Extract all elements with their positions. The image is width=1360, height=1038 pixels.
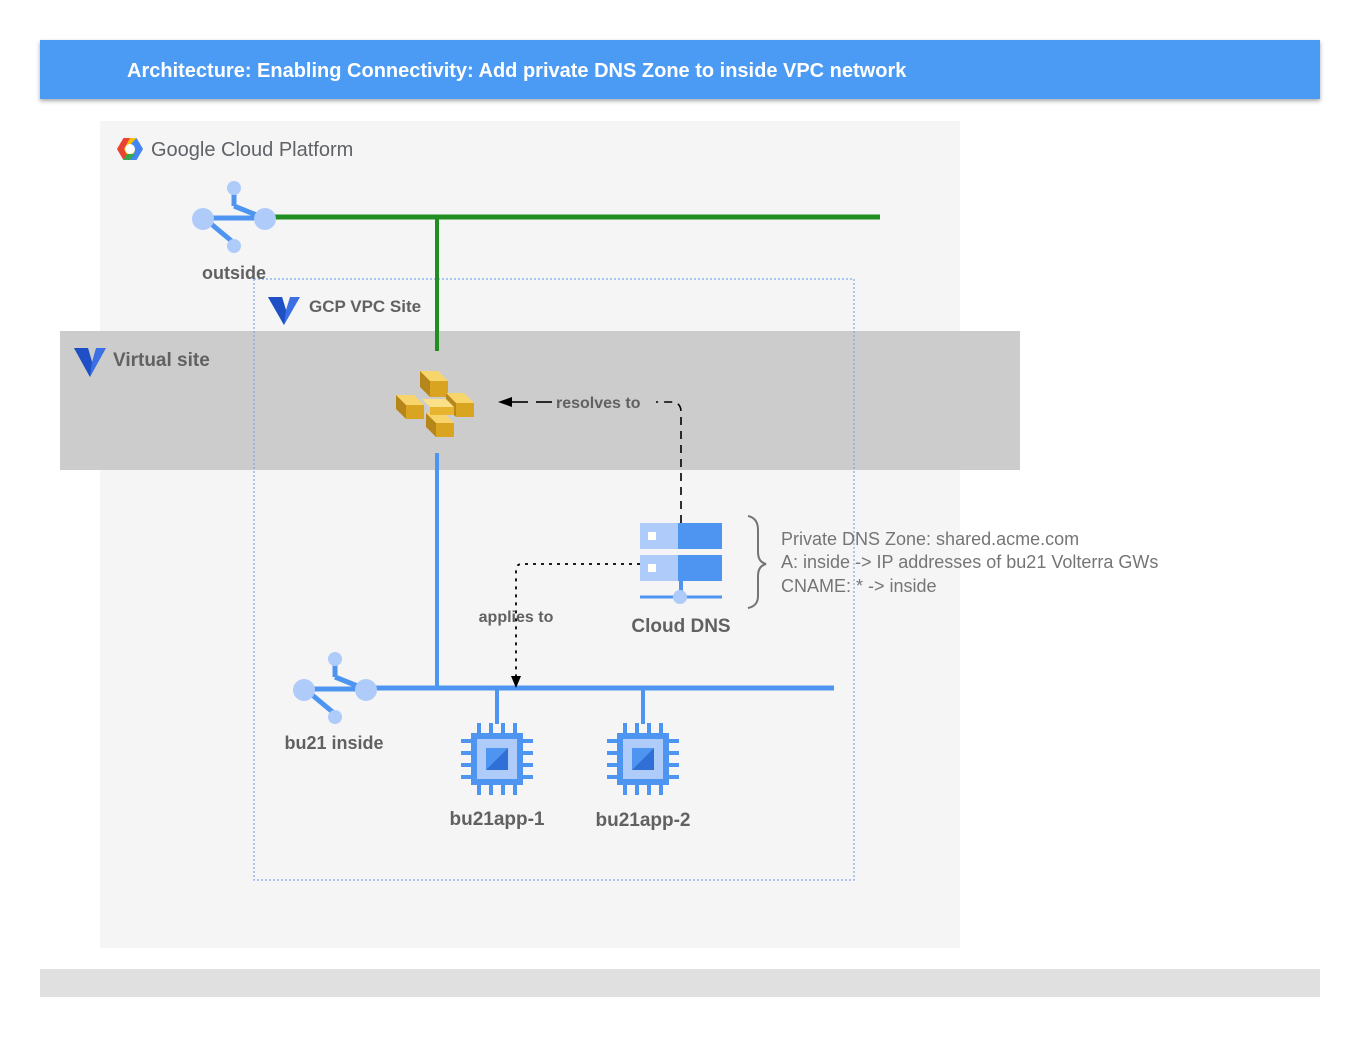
page-title: Architecture: Enabling Connectivity: Add…	[127, 60, 907, 82]
resolves-to-label: resolves to	[556, 395, 641, 412]
virtual-site-volterra-icon	[74, 348, 106, 377]
dns-zone-line: Private DNS Zone: shared.acme.com	[781, 529, 1079, 549]
dns-zone-description: Private DNS Zone: shared.acme.com A: ins…	[781, 529, 1158, 596]
inside-network-line	[365, 453, 834, 724]
outside-network-line	[265, 214, 880, 351]
gcp-logo-google: Google	[151, 139, 216, 161]
gcp-hexagon-icon	[117, 138, 143, 160]
compute-engine-icon	[459, 721, 535, 797]
vpc-site-volterra-icon	[268, 297, 300, 325]
cloud-dns-icon	[640, 523, 722, 604]
app-label: bu21app-2	[595, 810, 690, 831]
compute-engine-icon	[605, 721, 681, 797]
cloud-dns-label: Cloud DNS	[631, 616, 730, 637]
dns-zone-line: CNAME: * -> inside	[781, 576, 937, 596]
vpc-site-boundary	[253, 278, 855, 881]
gcp-logo-cloud-platform: Cloud Platform	[221, 139, 353, 161]
zone-brace	[747, 515, 767, 609]
gcp-logo: Google Cloud Platform	[117, 138, 353, 161]
virtual-site-label: Virtual site	[113, 350, 210, 371]
header-bar: Architecture: Enabling Connectivity: Add…	[40, 40, 1320, 99]
volterra-gateway-icon	[396, 371, 474, 437]
applies-to-label: applies to	[479, 609, 554, 626]
dns-zone-line: A: inside -> IP addresses of bu21 Volter…	[781, 552, 1158, 572]
app-label: bu21app-1	[449, 809, 544, 830]
vpc-site-label: GCP VPC Site	[309, 297, 421, 316]
outside-network-label: outside	[202, 263, 266, 283]
virtual-site-band	[60, 331, 1020, 470]
resolves-to-edge: resolves to	[498, 395, 682, 523]
applies-to-edge: applies to	[479, 563, 640, 688]
inside-network-label: bu21 inside	[284, 733, 383, 753]
gcp-panel	[100, 121, 960, 948]
footer-bar	[40, 969, 1320, 997]
